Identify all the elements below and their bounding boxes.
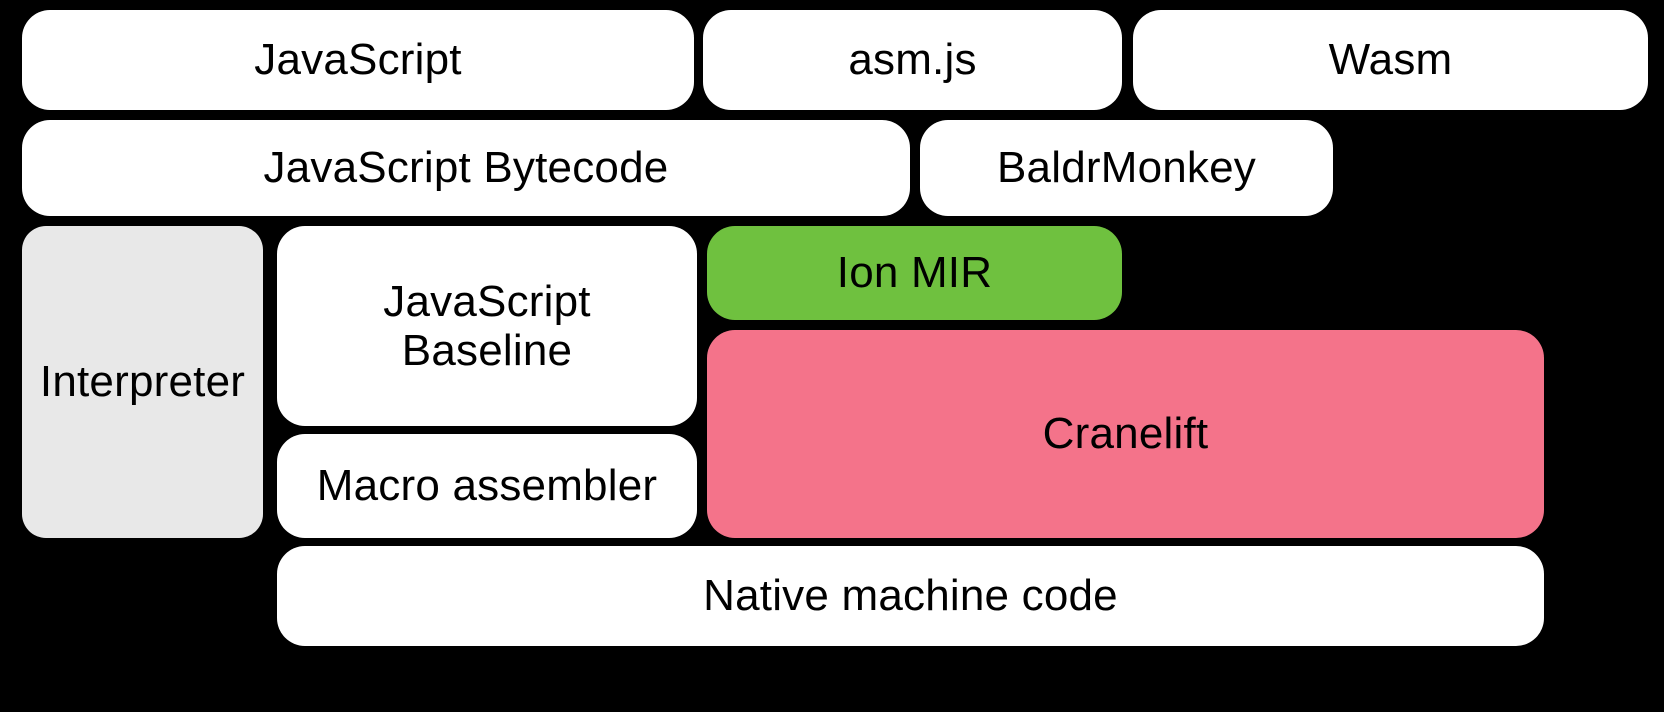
- box-wasm: Wasm: [1133, 10, 1648, 110]
- box-baldrmonkey: BaldrMonkey: [920, 120, 1333, 216]
- box-javascript-bytecode: JavaScript Bytecode: [22, 120, 910, 216]
- box-asm-js: asm.js: [703, 10, 1122, 110]
- box-interpreter: Interpreter: [22, 226, 263, 538]
- box-ion-mir: Ion MIR: [707, 226, 1122, 320]
- box-cranelift: Cranelift: [707, 330, 1544, 538]
- box-native-machine-code: Native machine code: [277, 546, 1544, 646]
- box-javascript-baseline: JavaScript Baseline: [277, 226, 697, 426]
- box-macro-assembler: Macro assembler: [277, 434, 697, 538]
- box-javascript: JavaScript: [22, 10, 694, 110]
